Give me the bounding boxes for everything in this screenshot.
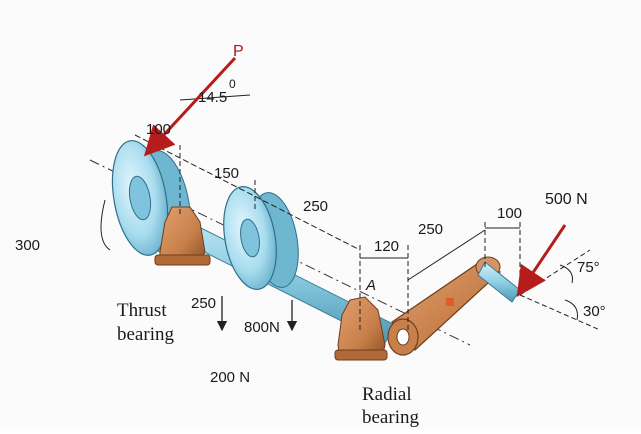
force-500-arrow [516, 224, 567, 297]
label-force-p: P [233, 43, 244, 60]
label-angle-75: 75° [577, 259, 600, 276]
label-thrust-line2: bearing [117, 324, 174, 345]
crank-pin-dot [446, 298, 454, 306]
radial-bearing [334, 296, 388, 361]
label-dim-100-top: 100 [146, 121, 171, 138]
label-angle-p: 14.5 [198, 89, 227, 106]
label-radial-line1: Radial [362, 384, 412, 405]
middle-pulley [223, 186, 299, 290]
label-force-800: 800N [244, 319, 280, 336]
label-angle-30: 30° [583, 303, 606, 320]
label-dim-100-right: 100 [497, 205, 522, 222]
dimension-lines [100, 94, 601, 331]
label-dim-120: 120 [374, 238, 399, 255]
label-dim-250-mid: 250 [303, 198, 328, 215]
label-radial-line2: bearing [362, 407, 419, 428]
label-thrust-line1: Thrust [117, 300, 167, 321]
force-p-arrow [143, 56, 237, 157]
thrust-bearing [154, 206, 211, 266]
label-point-a: A [365, 277, 376, 294]
label-force-500: 500 N [545, 191, 588, 208]
label-force-200: 200 N [210, 369, 250, 386]
label-dim-250-right: 250 [418, 221, 443, 238]
label-angle-p-sup: 0 [229, 77, 236, 91]
label-dim-300: 300 [15, 237, 40, 254]
label-dim-150: 150 [214, 165, 239, 182]
crank-pin [477, 261, 521, 303]
label-dim-250-low: 250 [191, 295, 216, 312]
